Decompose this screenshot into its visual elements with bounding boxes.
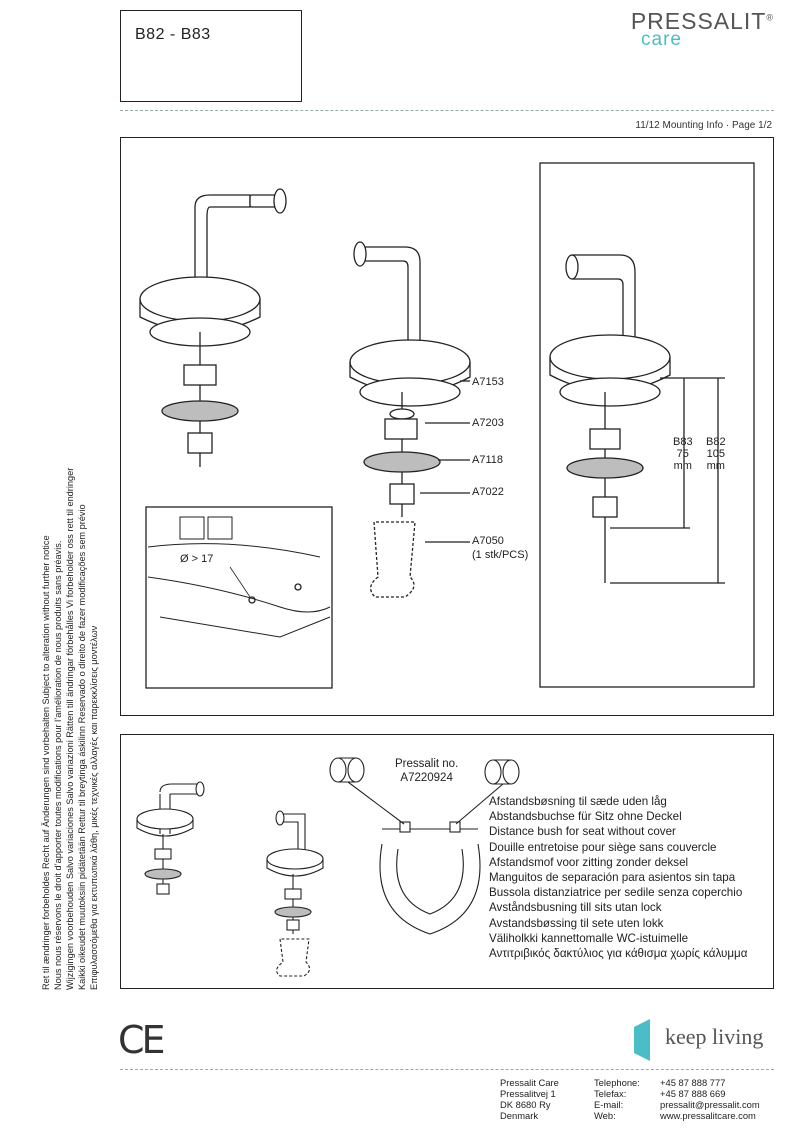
bush-description: Väliholkki kannettomalle WC-istuimelle (489, 931, 689, 945)
bush-part-number: Pressalit no. A7220924 (395, 757, 458, 785)
part-label-a7203: A7203 (472, 417, 504, 429)
contact-fax: +45 87 888 669 (660, 1088, 726, 1099)
dimension-b83: B83 75 mm (673, 436, 693, 472)
bush-label-line1: Pressalit no. (395, 758, 459, 770)
keep-living-mark-icon (634, 1019, 650, 1061)
mounting-illustration (139, 162, 755, 689)
bush-description: Distance bush for seat without cover (489, 825, 676, 839)
hole-diameter-label: Ø > 17 (180, 553, 214, 565)
header-divider (120, 110, 774, 111)
contact-web[interactable]: www.pressalitcare.com (660, 1110, 756, 1121)
bush-description: Douille entretoise pour siège sans couve… (489, 840, 717, 854)
bush-description: Αντιτριβικός δακτύλιος για κάθισμα χωρίς… (489, 947, 748, 961)
dimension-b83-value: 75 (676, 448, 689, 460)
contact-label: Telefax: (594, 1088, 627, 1099)
dimension-b82: B82 105 mm (706, 436, 726, 472)
brand-name: PRESSALIT (630, 8, 767, 34)
model-box (120, 10, 302, 102)
disclaimer-line: Επιφυλασσόμεθα για εκτυπωτικά λάθη, μικέ… (89, 625, 99, 990)
footer-contact-labels: Telephone: Telefax: E-mail: Web: (594, 1077, 640, 1121)
hinge-assembly-center (349, 241, 471, 598)
distance-bush-panel (120, 734, 774, 989)
dimension-b82-model: B82 (706, 436, 726, 448)
brand-sub: care (641, 29, 682, 50)
part-label-a7153: A7153 (472, 376, 504, 388)
page-info: 11/12 Mounting Info · Page 1/2 (635, 120, 772, 131)
footer-divider (120, 1069, 774, 1070)
address-line: DK 8680 Ry (500, 1099, 551, 1110)
bush-description-list: Afstandsbøsning til sæde uden låg Abstan… (489, 794, 747, 961)
contact-phone: +45 87 888 777 (660, 1077, 726, 1088)
brand-reg: ® (766, 12, 774, 23)
bush-description: Bussola distanziatrice per sedile senza … (489, 886, 743, 900)
disclaimer-line: Ret til ændringer forbeholdes Recht auf … (41, 535, 51, 990)
dimension-b83-unit: mm (673, 460, 692, 472)
mounting-panel (120, 137, 774, 716)
hinge-assembly-right (549, 254, 725, 584)
model-title: B82 - B83 (135, 26, 211, 43)
disclaimer-line: Wijzigingen voorbehouden Salvo variacion… (65, 467, 75, 990)
address-line: Pressalitvej 1 (500, 1088, 556, 1099)
contact-label: E-mail: (594, 1099, 624, 1110)
bush-description: Avstandsbøssing til sete uten lokk (489, 916, 664, 930)
bush-description: Abstandsbuchse für Sitz ohne Deckel (489, 810, 682, 824)
part-label-a7118: A7118 (472, 454, 503, 466)
dimension-b83-model: B83 (673, 436, 693, 448)
footer-contact-values: +45 87 888 777 +45 87 888 669 pressalit@… (660, 1077, 760, 1121)
part-label-a7022: A7022 (472, 486, 504, 498)
bush-label-line2: A7220924 (400, 772, 453, 784)
slogan: keep living (665, 1024, 764, 1049)
part-qty-a7050: (1 stk/PCS) (472, 549, 529, 561)
footer-address: Pressalit Care Pressalitvej 1 DK 8680 Ry… (500, 1077, 559, 1121)
disclaimer-line: Kaikki oikeudet muutoksiin pidätetään Re… (77, 504, 87, 990)
ce-mark: CE (118, 1018, 166, 1062)
address-line: Pressalit Care (500, 1077, 559, 1088)
bush-description: Afstandsbøsning til sæde uden låg (489, 795, 667, 808)
bush-description: Avståndsbusning till sits utan lock (489, 901, 662, 915)
disclaimer-text: Ret til ændringer forbeholdes Recht auf … (40, 468, 100, 990)
part-label-a7050: A7050 (472, 535, 504, 547)
brand-logo: PRESSALIT® care (631, 8, 774, 51)
contact-label: Web: (594, 1110, 616, 1121)
hinge-assembly-left (139, 188, 287, 467)
distance-bush-illustration (136, 757, 520, 977)
bush-description: Afstandsmof voor zitting zonder deksel (489, 855, 689, 869)
contact-email[interactable]: pressalit@pressalit.com (660, 1099, 760, 1110)
bush-description: Manguitos de separación para asientos si… (489, 871, 736, 885)
disclaimer-line: Nous nous réservons le droit d’apporter … (53, 540, 63, 990)
dimension-b82-unit: mm (706, 460, 725, 472)
dimension-b82-value: 105 (706, 448, 725, 460)
contact-label: Telephone: (594, 1077, 640, 1088)
address-line: Denmark (500, 1110, 539, 1121)
